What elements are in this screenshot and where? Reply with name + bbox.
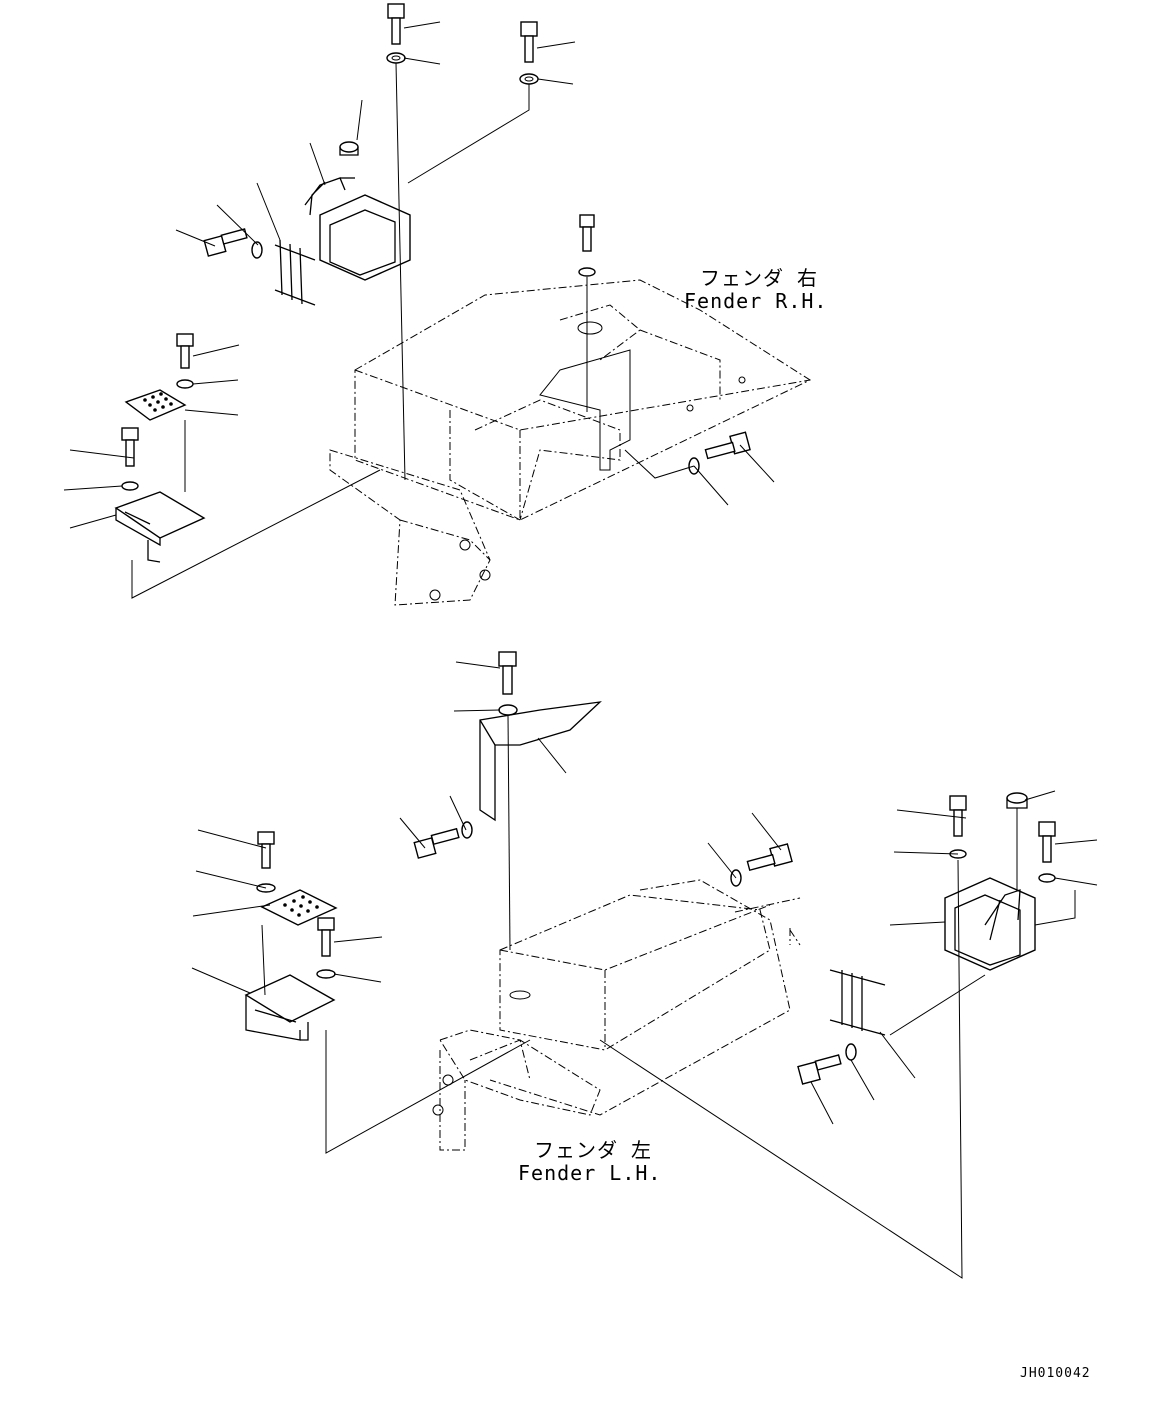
fender-lh-assembly [191, 651, 1098, 1279]
fender-rh-assembly [63, 3, 812, 606]
fender-rh-label-en: Fender R.H. [684, 289, 828, 313]
bolt-group-lh [413, 651, 1056, 1085]
fender-lh-label-jp: フェンダ 左 [534, 1138, 653, 1162]
fender-rh-label-jp: フェンダ 右 [700, 266, 819, 290]
mat-plate-lh [244, 831, 338, 1041]
fender-lh-label-en: Fender L.H. [518, 1161, 662, 1185]
step-handle-lh [944, 877, 1036, 971]
drawing-code: JH010042 [1020, 1366, 1091, 1381]
bolt-group-rh [203, 3, 751, 475]
mat-plate-rh [114, 333, 206, 563]
step-handle-rh [304, 177, 411, 281]
